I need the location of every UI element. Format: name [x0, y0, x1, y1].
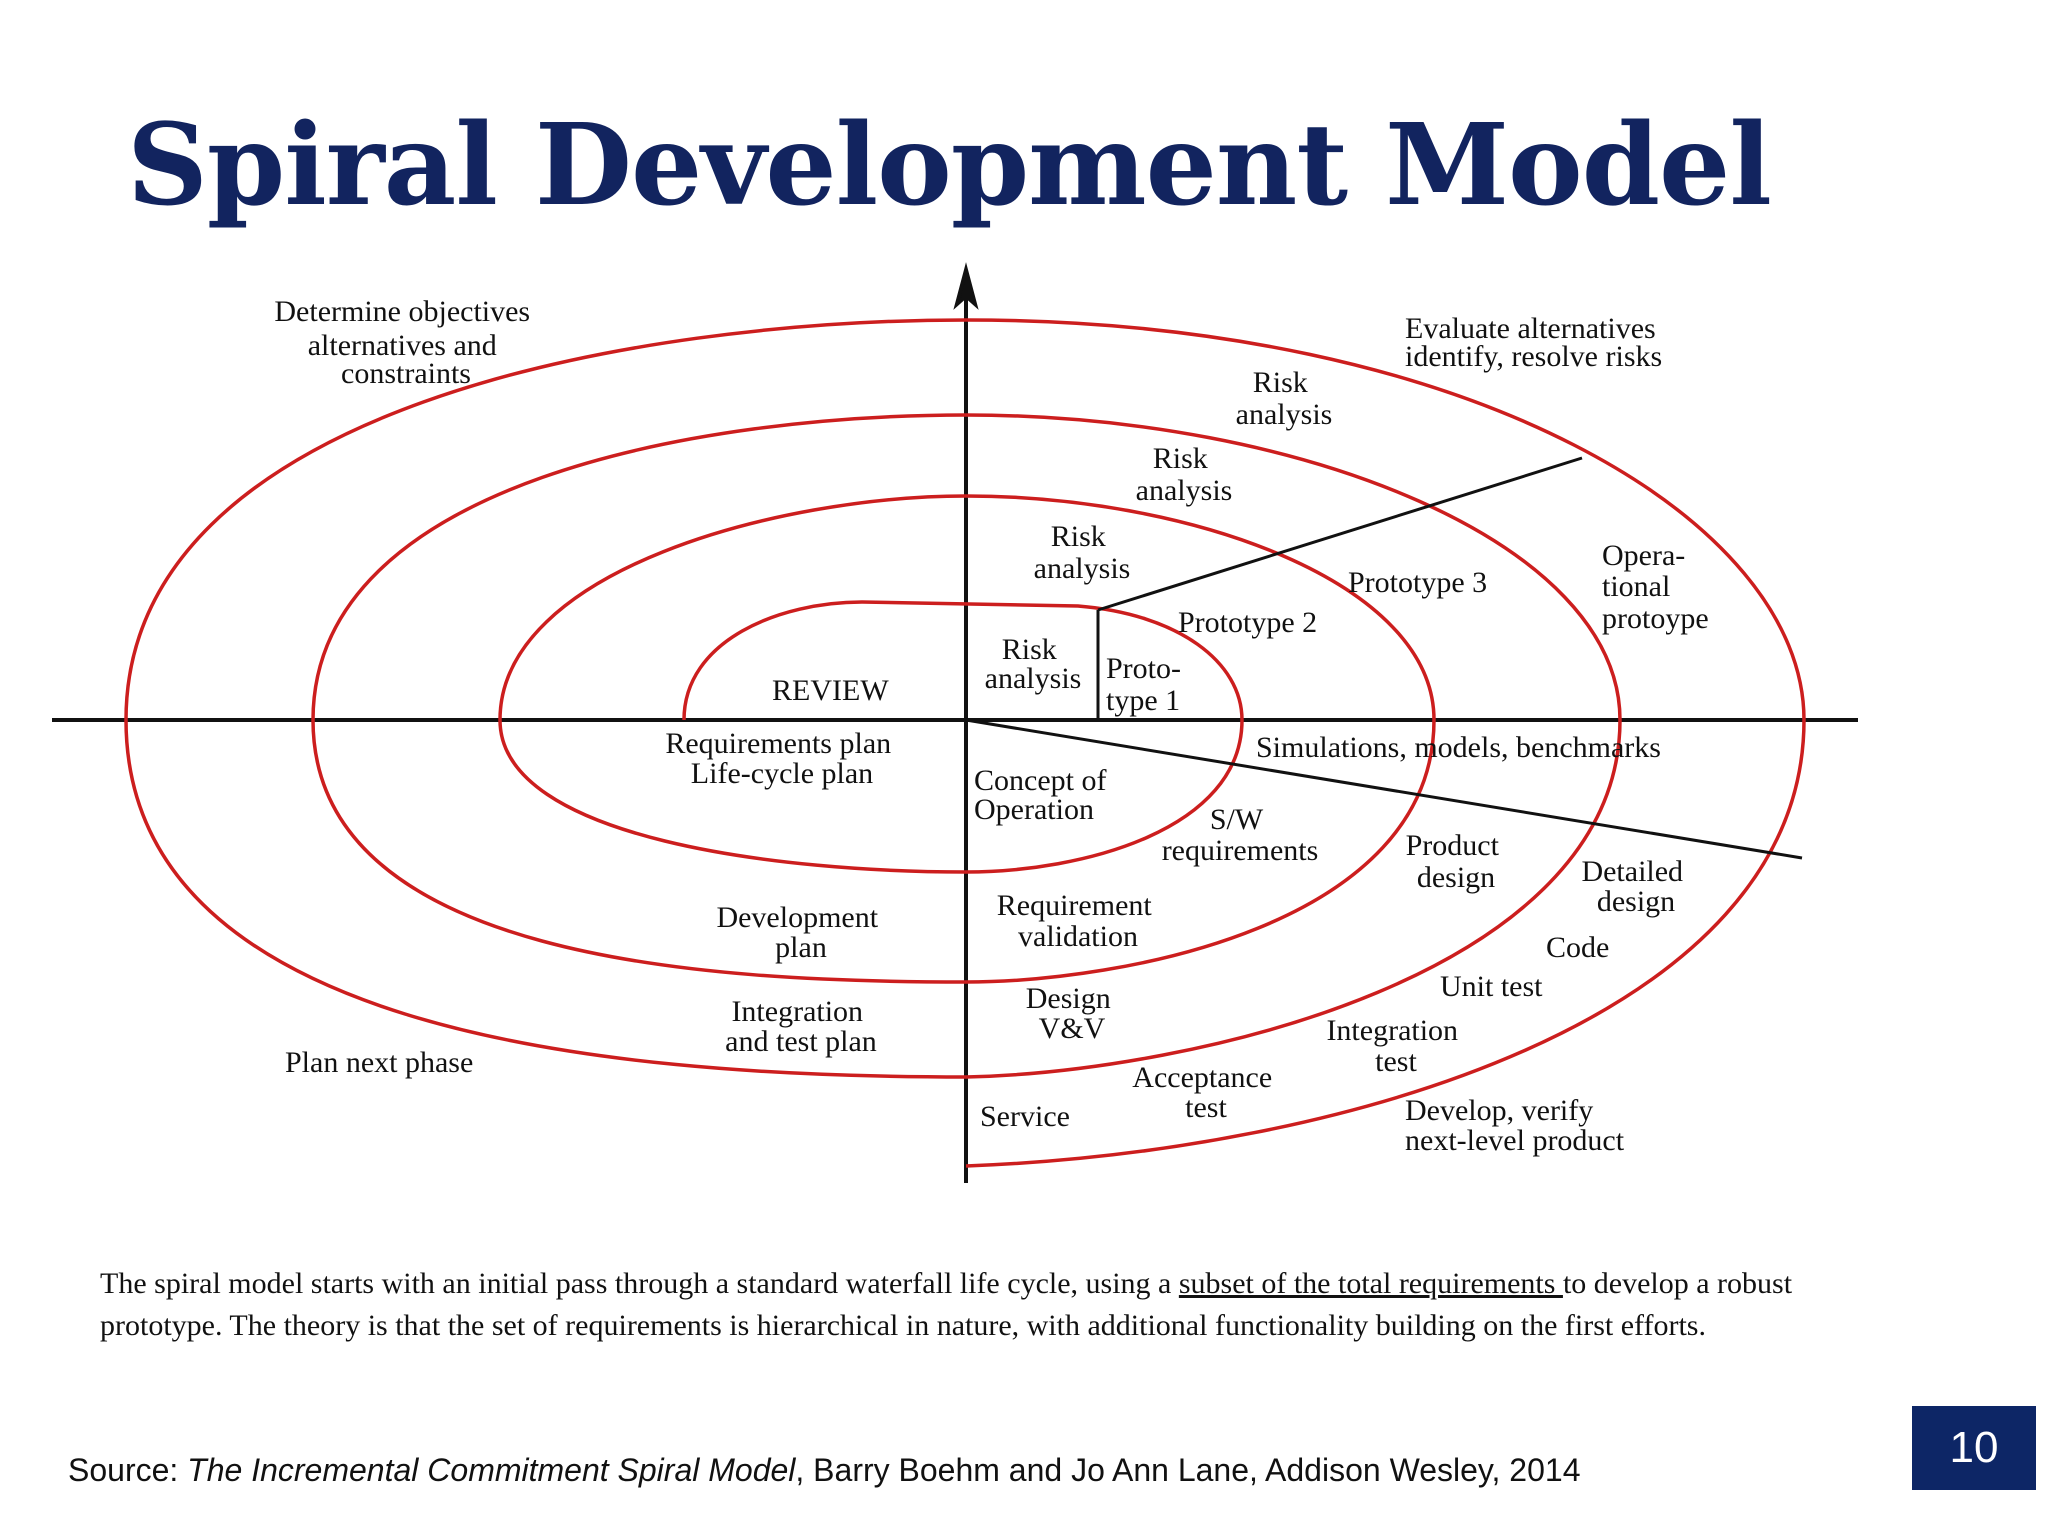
quadrant-top-left-label: Determine objectives alternatives and co… [274, 295, 537, 390]
concept-line-1: Concept of [974, 764, 1106, 797]
risk-analysis-3-line-1: Risk [1153, 442, 1208, 475]
detailed-design-line-1: Detailed [1581, 855, 1683, 888]
prototype-1-line-1: Proto- [1106, 652, 1181, 685]
product-design-line-1: Product [1406, 829, 1500, 862]
product-design-label: Product design [1406, 829, 1507, 894]
quadrant-bottom-left-label: Plan next phase [285, 1046, 473, 1079]
acceptance-test-line-1: Acceptance [1132, 1061, 1272, 1094]
acceptance-test-line-2: test [1185, 1091, 1227, 1124]
integration-plan-line-2: and test plan [725, 1025, 877, 1058]
requirements-plan-line-2: Life-cycle plan [691, 757, 873, 790]
description-text-start: The spiral model starts with an initial … [100, 1267, 1179, 1300]
description-underlined-phrase: subset of the total requirements [1178, 1267, 1563, 1300]
quadrant-top-right-line-2: identify, resolve risks [1405, 340, 1662, 373]
operational-line-1: Opera- [1602, 539, 1685, 572]
integration-test-line-2: test [1375, 1045, 1417, 1078]
source-details: , Barry Boehm and Jo Ann Lane, Addison W… [795, 1452, 1581, 1488]
risk-analysis-2-line-1: Risk [1051, 520, 1106, 553]
axis-arrowhead [953, 262, 979, 310]
development-plan-line-1: Development [716, 901, 878, 934]
simulations-line [965, 718, 1803, 860]
integration-test-label: Integration test [1326, 1014, 1465, 1078]
risk-analysis-3-line-2: analysis [1136, 474, 1233, 507]
quadrant-bottom-right-line-1: Develop, verify [1405, 1094, 1593, 1127]
sw-requirements-line-2: requirements [1162, 834, 1319, 867]
design-vv-line-2: V&V [1039, 1012, 1106, 1045]
detailed-design-line-2: design [1597, 885, 1675, 918]
concept-of-operation-label: Concept of Operation [974, 764, 1114, 826]
risk-analysis-label-4: Risk analysis [1236, 366, 1333, 431]
divider-lines [965, 456, 1803, 860]
development-plan-label: Development plan [716, 901, 885, 964]
review-label: REVIEW [772, 674, 889, 707]
risk-analysis-1-line-2: analysis [985, 662, 1082, 695]
service-label: Service [980, 1100, 1070, 1133]
detailed-design-label: Detailed design [1581, 855, 1690, 918]
source-citation: Source: The Incremental Commitment Spira… [68, 1452, 1580, 1489]
product-design-line-2: design [1417, 861, 1495, 894]
quadrant-bottom-right-label: Develop, verify next-level product [1405, 1094, 1625, 1157]
unit-test-label: Unit test [1440, 970, 1543, 1003]
quadrant-top-left-line-2: alternatives and [308, 329, 497, 362]
operational-prototype-label: Opera- tional protoype [1602, 539, 1709, 635]
design-vv-label: Design V&V [1026, 982, 1119, 1045]
requirements-plan-label: Requirements plan Life-cycle plan [665, 727, 898, 790]
source-book-title: The Incremental Commitment Spiral Model [187, 1452, 796, 1488]
spiral [124, 318, 1806, 1168]
risk-analysis-label-1: Risk analysis [985, 633, 1082, 695]
requirements-plan-line-1: Requirements plan [665, 727, 891, 760]
spiral-loop-3 [124, 413, 1622, 1079]
page-number: 10 [1949, 1423, 1999, 1472]
requirement-validation-line-2: validation [1018, 920, 1138, 953]
risk-analysis-4-line-1: Risk [1253, 366, 1308, 399]
slide-title: Spiral Development Model [127, 100, 1772, 231]
code-label: Code [1546, 931, 1609, 964]
concept-line-2: Operation [974, 793, 1094, 826]
integration-test-line-1: Integration [1326, 1014, 1458, 1047]
prototype-1-line-2: type 1 [1106, 684, 1180, 717]
acceptance-test-label: Acceptance test [1132, 1061, 1279, 1124]
quadrant-top-left-line-3: constraints [341, 357, 471, 390]
prototype-3-label: Prototype 3 [1348, 566, 1487, 599]
operational-line-3: protoype [1602, 602, 1709, 635]
page-number-badge: 10 [1912, 1406, 2036, 1490]
integration-plan-label: Integration and test plan [725, 995, 877, 1058]
description-paragraph: The spiral model starts with an initial … [100, 1263, 1820, 1347]
quadrant-top-right-label: Evaluate alternatives identify, resolve … [1405, 312, 1663, 373]
sw-requirements-label: S/W requirements [1162, 803, 1319, 867]
spiral-loop-2 [311, 494, 1436, 984]
prototype-1-label: Proto- type 1 [1106, 652, 1189, 717]
risk-analysis-4-line-2: analysis [1236, 398, 1333, 431]
integration-plan-line-1: Integration [731, 995, 863, 1028]
spiral-loop-1 [498, 600, 1244, 874]
simulations-label: Simulations, models, benchmarks [1256, 731, 1661, 764]
risk-analysis-2-line-2: analysis [1034, 552, 1131, 585]
sw-requirements-line-1: S/W [1210, 803, 1264, 836]
source-prefix: Source: [68, 1452, 188, 1488]
axes [52, 262, 1858, 1183]
spiral-loop-4 [124, 318, 1806, 1168]
prototype-diagonal-line [1097, 456, 1583, 612]
quadrant-top-left-line-1: Determine objectives [274, 295, 530, 328]
risk-analysis-label-3: Risk analysis [1136, 442, 1233, 507]
operational-line-2: tional [1602, 570, 1670, 603]
risk-analysis-label-2: Risk analysis [1034, 520, 1131, 585]
quadrant-top-right-line-1: Evaluate alternatives [1405, 312, 1656, 345]
requirement-validation-line-1: Requirement [997, 889, 1153, 922]
quadrant-bottom-right-line-2: next-level product [1405, 1124, 1625, 1157]
requirement-validation-label: Requirement validation [997, 889, 1159, 953]
description-text-end: to develop a robust prototype. The theor… [100, 1267, 1793, 1342]
risk-analysis-1-line-1: Risk [1002, 633, 1057, 666]
prototype-2-label: Prototype 2 [1178, 606, 1317, 639]
design-vv-line-1: Design [1026, 982, 1111, 1015]
development-plan-line-2: plan [775, 931, 827, 964]
